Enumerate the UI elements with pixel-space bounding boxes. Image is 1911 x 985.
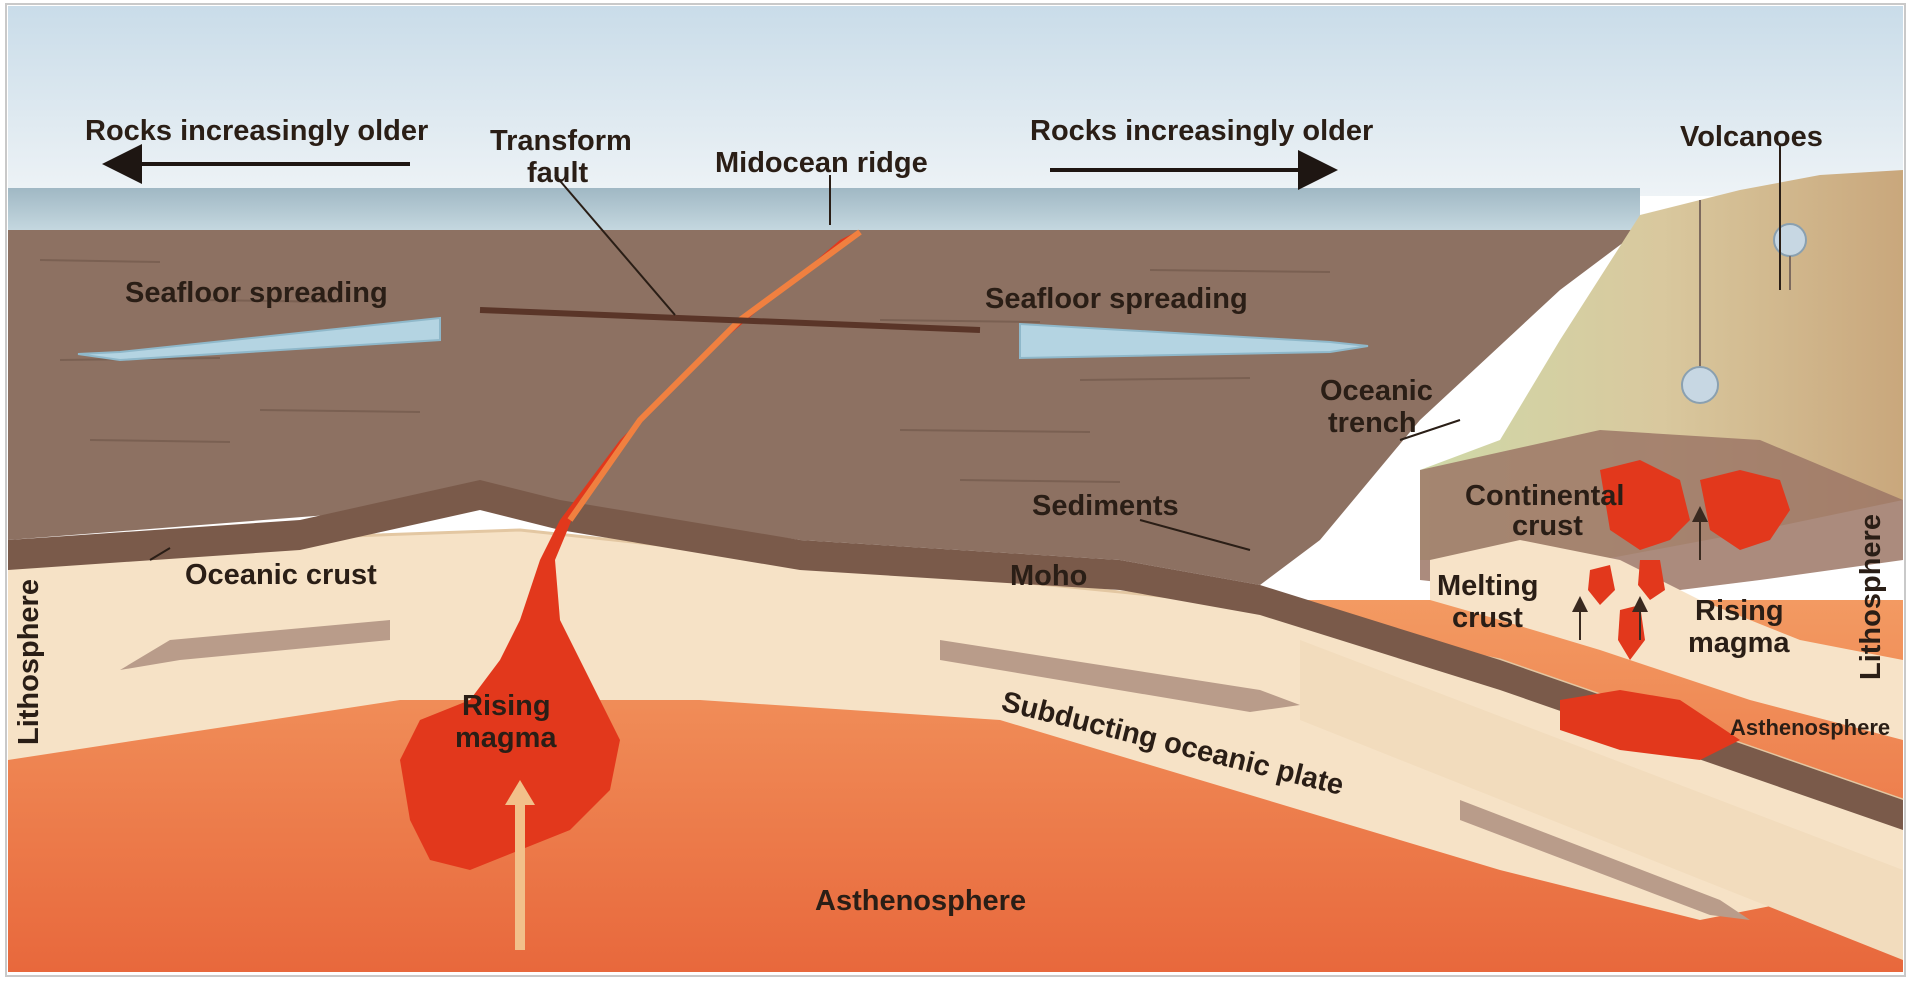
label-continental-crust-1: Continental: [1465, 480, 1625, 512]
volcano-ash-cloud: [1774, 224, 1806, 256]
label-rising-magma-center-2: magma: [455, 722, 557, 754]
label-lithosphere-left: Lithosphere: [13, 579, 45, 745]
label-oceanic-trench-1: Oceanic: [1320, 375, 1433, 407]
label-midocean-ridge: Midocean ridge: [715, 147, 928, 179]
label-lithosphere-right: Lithosphere: [1855, 514, 1887, 680]
label-melting-crust-1: Melting: [1437, 570, 1539, 602]
label-rocks-older-left: Rocks increasingly older: [85, 115, 428, 147]
label-rocks-older-right: Rocks increasingly older: [1030, 115, 1373, 147]
label-transform-fault-1: Transform: [490, 125, 632, 157]
label-moho: Moho: [1010, 560, 1087, 592]
ocean: [8, 188, 1640, 230]
label-melting-crust-2: crust: [1452, 602, 1523, 634]
sky: [8, 6, 1903, 196]
label-asthenosphere-bottom: Asthenosphere: [815, 885, 1026, 917]
label-rising-magma-right-2: magma: [1688, 627, 1790, 659]
label-continental-crust-2: crust: [1512, 510, 1583, 542]
label-seafloor-spreading-right: Seafloor spreading: [985, 283, 1248, 315]
label-rising-magma-right-1: Rising: [1695, 595, 1784, 627]
label-oceanic-crust: Oceanic crust: [185, 559, 377, 591]
label-sediments: Sediments: [1032, 490, 1179, 522]
label-volcanoes: Volcanoes: [1680, 121, 1823, 153]
label-asthenosphere-right: Asthenosphere: [1730, 715, 1890, 740]
label-transform-fault-2: fault: [527, 157, 589, 189]
label-seafloor-spreading-left: Seafloor spreading: [125, 277, 388, 309]
label-rising-magma-center-1: Rising: [462, 690, 551, 722]
label-oceanic-trench-2: trench: [1328, 407, 1417, 439]
